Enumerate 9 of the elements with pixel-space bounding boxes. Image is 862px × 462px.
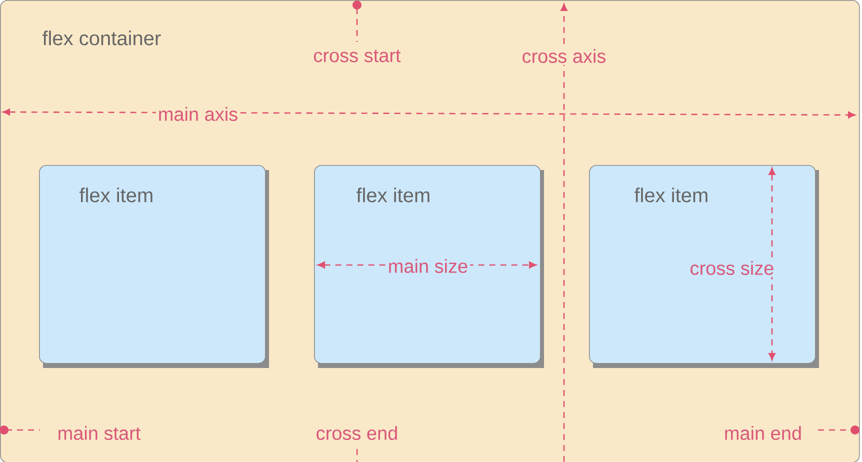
axis-label: cross start bbox=[311, 48, 403, 64]
axis-label: main start bbox=[55, 424, 143, 442]
axis-label: cross end bbox=[314, 424, 400, 442]
axis-label: main size bbox=[386, 257, 470, 275]
flex-item-box: flex item bbox=[39, 165, 269, 368]
axis-label: main axis bbox=[156, 105, 240, 123]
axis-label: main end bbox=[722, 424, 804, 442]
axis-label: cross size bbox=[688, 259, 776, 277]
axis-label: cross axis bbox=[520, 47, 608, 65]
